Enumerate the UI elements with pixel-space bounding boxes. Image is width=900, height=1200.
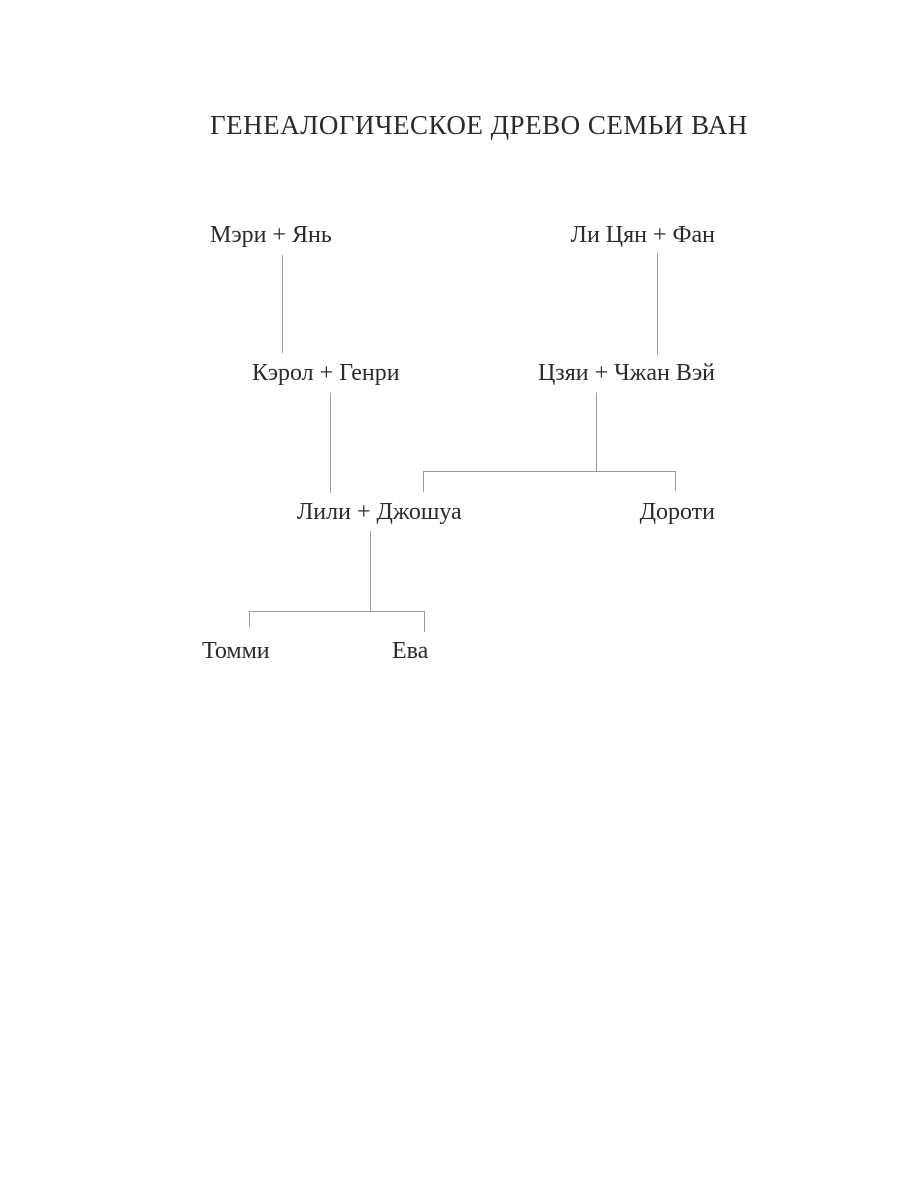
tree-node-tommy: Томми <box>202 638 270 664</box>
connector-jiayi-stub-dorothy <box>675 471 676 491</box>
connector-jiayi-stub-lily <box>423 471 424 492</box>
tree-node-li-qian-fang: Ли Цян + Фан <box>570 222 715 248</box>
connector-liqian-to-jiayi <box>657 253 658 355</box>
page-title: ГЕНЕАЛОГИЧЕСКОЕ ДРЕВО СЕМЬИ ВАН <box>210 110 748 140</box>
connector-jiayi-stem <box>596 393 597 472</box>
connector-jiayi-children-bar <box>423 471 676 472</box>
tree-node-carol-henry: Кэрол + Генри <box>252 360 400 386</box>
connector-mary-to-carol <box>282 255 283 353</box>
connector-lily-stub-tommy <box>249 611 250 627</box>
connector-lily-stub-eva <box>424 611 425 632</box>
connector-lily-stem <box>370 531 371 612</box>
tree-node-eva: Ева <box>392 638 429 664</box>
connector-lily-children-bar <box>249 611 425 612</box>
tree-node-dorothy: Дороти <box>639 499 715 525</box>
tree-node-mary-yan: Мэри + Янь <box>210 222 332 248</box>
tree-node-jiayi-zhangwei: Цзяи + Чжан Вэй <box>537 360 715 386</box>
tree-node-lily-joshua: Лили + Джошуа <box>297 499 462 525</box>
connector-carol-to-lily <box>330 393 331 493</box>
